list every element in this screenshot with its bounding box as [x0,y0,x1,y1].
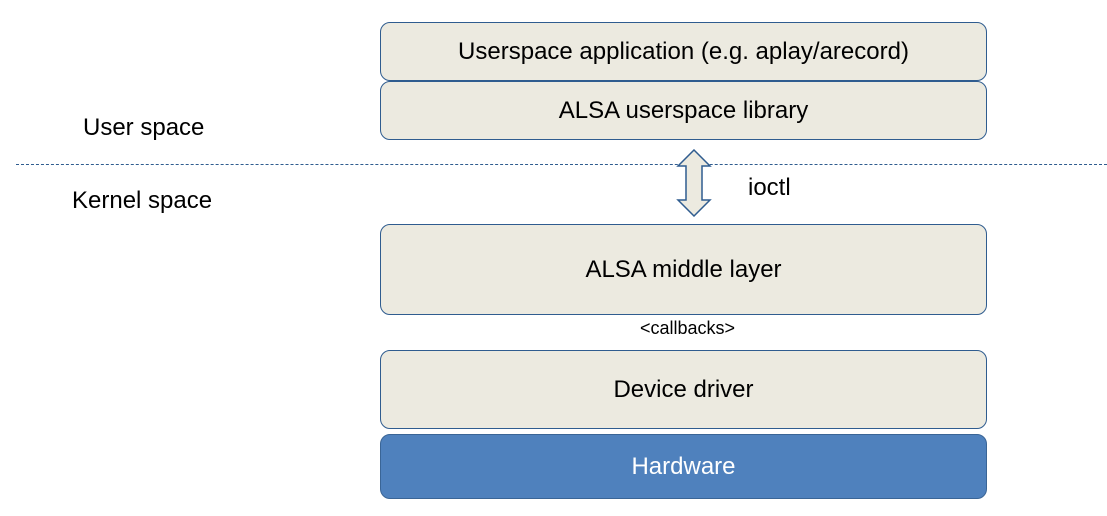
alsa-middle-layer: ALSA middle layer [380,224,987,315]
callbacks-label: <callbacks> [640,318,736,338]
user-kernel-boundary [16,164,1107,165]
device-driver-layer: Device driver [380,350,987,429]
ioctl-label: ioctl [748,174,791,201]
hardware-layer: Hardware [380,434,987,499]
bidirectional-arrow-icon [676,149,712,217]
user-space-label: User space [83,114,205,141]
alsa-userspace-library-layer: ALSA userspace library [380,81,987,140]
userspace-application-layer: Userspace application (e.g. aplay/arecor… [380,22,987,81]
kernel-space-label: Kernel space [72,187,213,214]
